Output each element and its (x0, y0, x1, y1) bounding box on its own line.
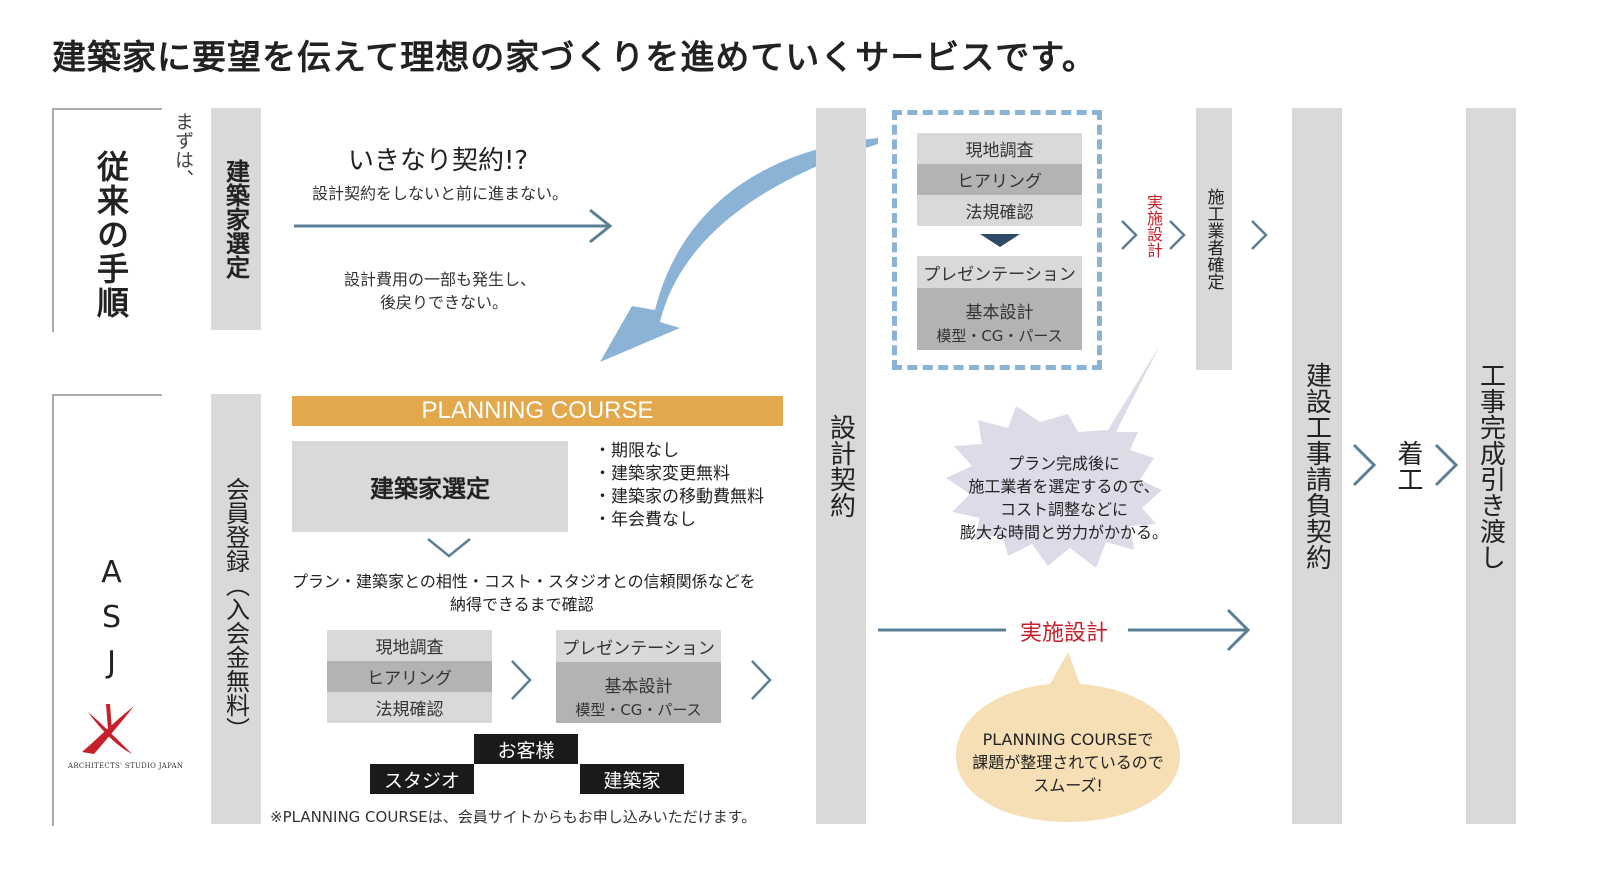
chevron-right-icon (1121, 220, 1138, 250)
asj-item-survey: 現地調査 (327, 630, 492, 661)
chevron-right-icon (1169, 220, 1186, 250)
traditional-item-hearing: ヒアリング (917, 164, 1082, 195)
completion-label: 工事完成引き渡し (1475, 362, 1506, 570)
speech-bubble (956, 652, 1180, 822)
burst-line3: コスト調整などに (999, 500, 1128, 519)
benefit-list: ・期限なし ・建築家変更無料 ・建築家の移動費無料 ・年会費なし (594, 440, 764, 532)
section-bracket-traditional (52, 108, 162, 332)
asj-impl-label: 実施設計 (1020, 621, 1109, 646)
redirect-big-arrow (600, 138, 878, 362)
chevron-right-icon (1352, 443, 1377, 487)
first-note: まずは、 (172, 112, 194, 188)
studio-box: スタジオ (370, 764, 474, 794)
asj-pres-body: 基本設計 模型・CG・パース (556, 662, 721, 723)
traditional-label: 従来の手順 (92, 150, 130, 320)
bubble-text: PLANNING COURSEで 課題が整理されているので スムーズ! (948, 728, 1188, 797)
construction-contract-column: 建設工事請負契約 (1292, 108, 1342, 824)
chevron-down-icon (427, 538, 471, 558)
chevron-right-icon (751, 660, 772, 700)
bubble-line3: スムーズ! (1033, 776, 1103, 795)
planning-course-banner: PLANNING COURSE (292, 396, 783, 426)
traditional-arrow (294, 208, 613, 244)
asj-select-box: 建築家選定 (292, 441, 568, 532)
traditional-pres-body: 基本設計 模型・CG・パース (917, 288, 1082, 350)
down-triangle-icon (980, 234, 1020, 247)
completion-column: 工事完成引き渡し (1466, 108, 1516, 824)
architect-box: 建築家 (580, 764, 684, 794)
chevron-right-icon (1251, 220, 1268, 250)
benefit-item: ・建築家の移動費無料 (594, 487, 764, 507)
burst-text: プラン完成後に 施工業者を選定するので、 コスト調整などに 膨大な時間と労力がか… (944, 452, 1184, 544)
section-bracket-asj (52, 394, 162, 826)
burst-line2: 施工業者を選定するので、 (968, 477, 1160, 496)
contractor-label: 施工業者確定 (1203, 188, 1224, 290)
customer-box: お客様 (474, 734, 578, 764)
surprise-subtitle: 設計契約をしないと前に進まない。 (312, 184, 569, 203)
benefit-item: ・建築家変更無料 (594, 464, 730, 484)
asj-logo-text: ARCHITECTS' STUDIO JAPAN (68, 762, 184, 770)
asj-pres-body-line1: 基本設計 (604, 677, 673, 697)
design-contract-label: 設計契約 (825, 414, 856, 518)
fit-note-line2: 納得できるまで確認 (450, 595, 594, 614)
burst-line1: プラン完成後に (1007, 454, 1120, 473)
asj-item-hearing: ヒアリング (327, 661, 492, 692)
contractor-column: 施工業者確定 (1196, 108, 1232, 370)
member-label: 会員登録（入会金無料） (221, 477, 250, 741)
asj-logo (82, 704, 134, 754)
burst-line4: 膨大な時間と労力がかかる。 (959, 523, 1168, 542)
asj-impl-arrow (878, 608, 1251, 652)
traditional-item-regulation: 法規確認 (917, 195, 1082, 226)
surprise-title: いきなり契約!? (348, 146, 529, 176)
design-contract-column: 設計契約 (816, 108, 866, 824)
cost-note-line1: 設計費用の一部も発生し、 (344, 270, 537, 289)
traditional-select-column: 建築家選定 (211, 108, 261, 330)
traditional-process-box (892, 110, 1102, 370)
traditional-select-label: 建築家選定 (221, 159, 250, 279)
cost-note-line2: 後戻りできない。 (380, 293, 509, 312)
traditional-item-survey: 現地調査 (917, 133, 1082, 164)
page-title: 建築家に要望を伝えて理想の家づくりを進めていくサービスです。 (52, 38, 1097, 78)
member-column: 会員登録（入会金無料） (211, 394, 261, 824)
chevron-right-icon (511, 660, 532, 700)
burst-callout (946, 345, 1162, 568)
asj-pres-title: プレゼンテーション (556, 630, 721, 662)
start-label: 着工 (1393, 440, 1423, 492)
traditional-pres-body-line1: 基本設計 (965, 303, 1034, 323)
fit-note-line1: プラン・建築家との相性・コスト・スタジオとの信頼関係などを (292, 572, 756, 591)
footnote: ※PLANNING COURSEは、会員サイトからもお申し込みいただけます。 (270, 808, 757, 826)
asj-label: ASJ (94, 555, 129, 690)
chevron-right-icon (1434, 443, 1459, 487)
traditional-pres-body-line2: 模型・CG・パース (936, 327, 1063, 345)
construction-contract-label: 建設工事請負契約 (1301, 362, 1332, 570)
benefit-item: ・期限なし (594, 441, 679, 461)
bubble-line2: 課題が整理されているので (972, 753, 1164, 772)
asj-select-label: 建築家選定 (370, 475, 490, 503)
benefit-item: ・年会費なし (594, 510, 696, 530)
bubble-line1: PLANNING COURSEで (982, 730, 1154, 749)
traditional-pres-title: プレゼンテーション (917, 256, 1082, 288)
traditional-impl-label: 実施設計 (1144, 194, 1163, 258)
asj-pres-body-line2: 模型・CG・パース (575, 701, 702, 719)
asj-item-regulation: 法規確認 (327, 692, 492, 723)
